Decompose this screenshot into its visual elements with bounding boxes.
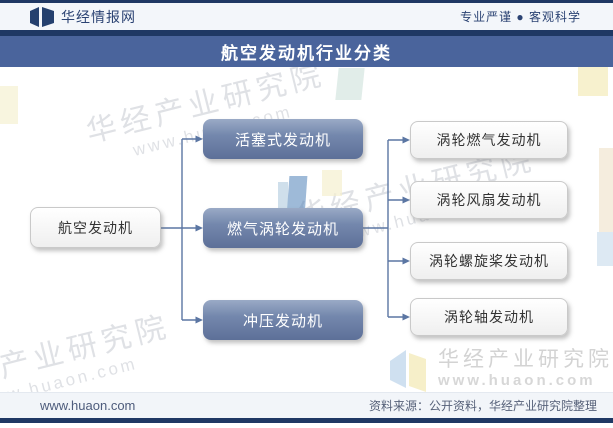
node-level2-piston: 活塞式发动机 bbox=[203, 119, 363, 159]
watermark-logo-fragment bbox=[322, 170, 342, 196]
top-border bbox=[0, 0, 613, 3]
node-level3-turboshaft: 涡轮轴发动机 bbox=[410, 298, 568, 336]
node-label: 燃气涡轮发动机 bbox=[226, 220, 339, 238]
header-slogan: 专业严谨 ● 客观科学 bbox=[460, 10, 581, 24]
node-label: 涡轮燃气发动机 bbox=[436, 132, 542, 148]
header-divider-bar bbox=[0, 30, 613, 36]
brand-name: 华经情报网 bbox=[61, 8, 136, 25]
node-label: 涡轮风扇发动机 bbox=[436, 192, 542, 208]
watermark-text: 华经产业研究院 bbox=[438, 348, 613, 371]
watermark-logo-fragment bbox=[597, 232, 613, 266]
watermark-logo-fragment bbox=[599, 148, 613, 232]
brand-logo-icon bbox=[30, 6, 54, 27]
page-title: 航空发动机行业分类 bbox=[221, 44, 392, 63]
node-label: 涡轮螺旋桨发动机 bbox=[429, 253, 549, 269]
open-book-icon bbox=[390, 350, 426, 392]
node-level3-turbine-gas: 涡轮燃气发动机 bbox=[410, 121, 568, 159]
watermark-bottom-right: 华经产业研究院 www.huaon.com bbox=[388, 348, 613, 392]
title-banner: 航空发动机行业分类 bbox=[0, 36, 613, 67]
footer-source-note: 资料来源：公开资料，华经产业研究院整理 bbox=[368, 399, 597, 413]
site-header: 华经情报网 专业严谨 ● 客观科学 bbox=[0, 3, 613, 30]
watermark-text-block: 华经产业研究院 www.huaon.com bbox=[438, 348, 613, 389]
bottom-border bbox=[0, 418, 613, 423]
footer-website: www.huaon.com bbox=[40, 398, 136, 413]
node-label: 航空发动机 bbox=[58, 219, 133, 236]
watermark-logo-fragment bbox=[278, 182, 288, 210]
brand: 华经情报网 bbox=[30, 6, 136, 28]
watermark-logo-fragment bbox=[335, 68, 365, 100]
site-footer: www.huaon.com 资料来源：公开资料，华经产业研究院整理 bbox=[0, 392, 613, 418]
node-level3-turbofan: 涡轮风扇发动机 bbox=[410, 181, 568, 219]
node-label: 冲压发动机 bbox=[242, 312, 323, 330]
watermark-logo-fragment bbox=[0, 86, 18, 124]
watermark-text: 华经产业研究院 bbox=[0, 310, 174, 402]
watermark-url: www.huaon.com bbox=[438, 372, 596, 389]
node-label: 涡轮轴发动机 bbox=[444, 309, 534, 325]
node-root: 航空发动机 bbox=[30, 207, 161, 248]
node-level3-turboprop: 涡轮螺旋桨发动机 bbox=[410, 242, 568, 280]
node-label: 活塞式发动机 bbox=[234, 131, 331, 149]
node-level2-gas-turbine: 燃气涡轮发动机 bbox=[203, 208, 363, 248]
node-level2-ramjet: 冲压发动机 bbox=[203, 300, 363, 340]
